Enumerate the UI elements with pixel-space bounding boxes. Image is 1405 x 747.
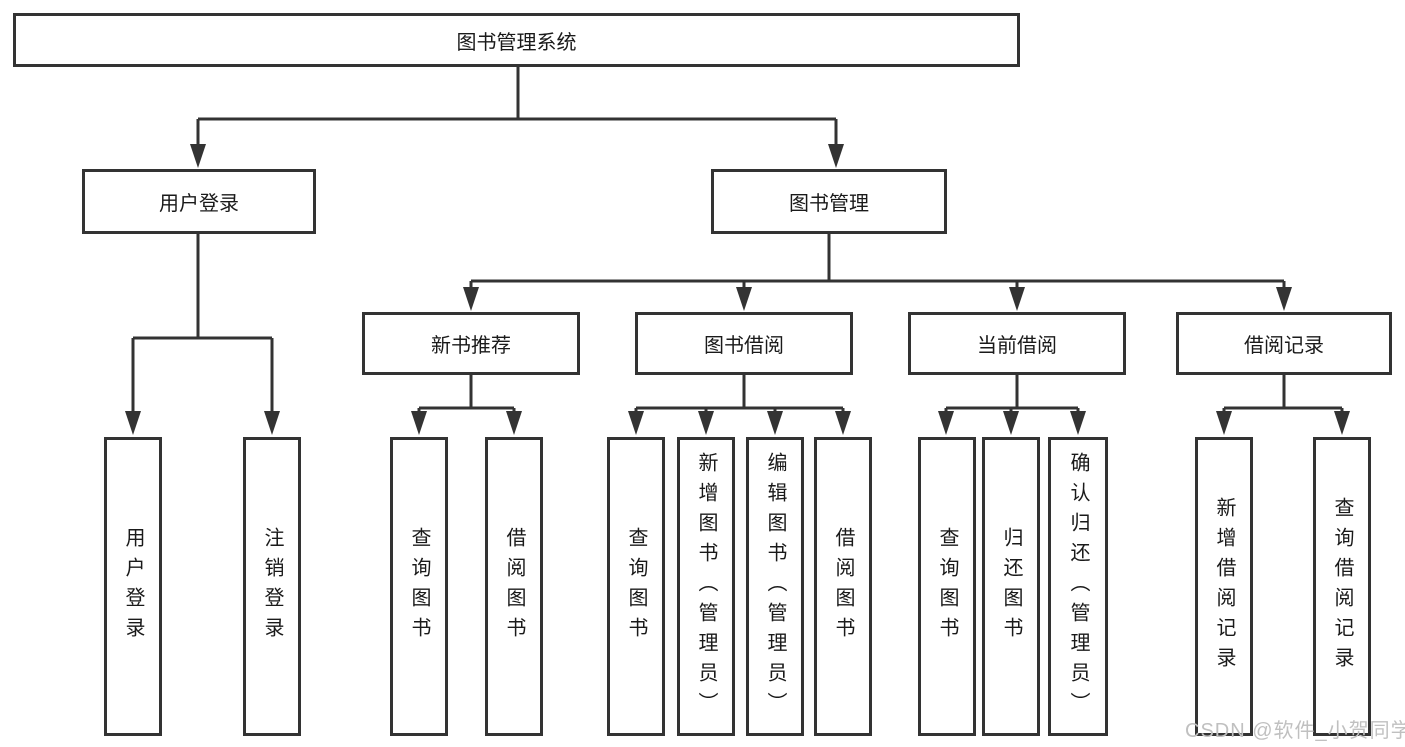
arrowhead <box>264 411 280 435</box>
leaf-label: 新增借阅记录 <box>1213 496 1235 677</box>
arrowhead <box>835 411 851 435</box>
node-new-book-recommendation: 新书推荐 <box>362 312 580 375</box>
leaf-user-login: 用户登录 <box>104 437 162 736</box>
node-user-login: 用户登录 <box>82 169 316 234</box>
leaf-label: 归还图书 <box>1000 526 1022 647</box>
node-label: 借阅记录 <box>1244 335 1324 357</box>
arrowhead <box>938 411 954 435</box>
arrowhead <box>125 411 141 435</box>
leaf-borrow-books-borrowing: 借阅图书 <box>814 437 872 736</box>
arrowhead <box>767 411 783 435</box>
node-book-management: 图书管理 <box>711 169 947 234</box>
leaf-label: 注销登录 <box>261 526 283 647</box>
arrowhead <box>628 411 644 435</box>
leaf-label: 查询图书 <box>625 526 647 647</box>
leaf-query-books-recommend: 查询图书 <box>390 437 448 736</box>
arrowhead <box>698 411 714 435</box>
leaf-label: 确认归还（管理员） <box>1067 451 1089 722</box>
arrowhead <box>1334 411 1350 435</box>
arrowhead <box>1276 287 1292 311</box>
node-book-borrowing: 图书借阅 <box>635 312 853 375</box>
arrowhead <box>190 144 206 168</box>
node-label: 新书推荐 <box>431 335 511 357</box>
node-current-borrowing: 当前借阅 <box>908 312 1126 375</box>
leaf-label: 查询借阅记录 <box>1331 496 1353 677</box>
leaf-label: 借阅图书 <box>832 526 854 647</box>
leaf-add-books-admin: 新增图书（管理员） <box>677 437 735 736</box>
arrowhead <box>1003 411 1019 435</box>
node-label: 图书管理 <box>789 193 869 215</box>
node-label: 用户登录 <box>159 193 239 215</box>
leaf-query-borrow-record: 查询借阅记录 <box>1313 437 1371 736</box>
leaf-confirm-return-admin: 确认归还（管理员） <box>1048 437 1108 736</box>
arrowhead <box>828 144 844 168</box>
leaf-borrow-books-recommend: 借阅图书 <box>485 437 543 736</box>
csdn-watermark: CSDN @软件_小贺同学 <box>1185 720 1405 742</box>
node-label: 当前借阅 <box>977 335 1057 357</box>
leaf-label: 用户登录 <box>122 526 144 647</box>
leaf-label: 借阅图书 <box>503 526 525 647</box>
leaf-label: 编辑图书（管理员） <box>764 451 786 722</box>
arrowhead <box>411 411 427 435</box>
arrowhead <box>1216 411 1232 435</box>
node-label: 图书借阅 <box>704 335 784 357</box>
leaf-logout: 注销登录 <box>243 437 301 736</box>
node-label: 图书管理系统 <box>456 31 577 54</box>
leaf-query-books-current: 查询图书 <box>918 437 976 736</box>
arrowhead <box>736 287 752 311</box>
arrowhead <box>1009 287 1025 311</box>
leaf-label: 新增图书（管理员） <box>695 451 717 722</box>
leaf-query-books-borrowing: 查询图书 <box>607 437 665 736</box>
leaf-label: 查询图书 <box>936 526 958 647</box>
leaf-add-borrow-record: 新增借阅记录 <box>1195 437 1253 736</box>
leaf-return-books: 归还图书 <box>982 437 1040 736</box>
node-borrowing-records: 借阅记录 <box>1176 312 1392 375</box>
node-library-system: 图书管理系统 <box>13 13 1020 67</box>
arrowhead <box>463 287 479 311</box>
arrowhead <box>1070 411 1086 435</box>
arrowhead <box>506 411 522 435</box>
leaf-label: 查询图书 <box>408 526 430 647</box>
leaf-edit-books-admin: 编辑图书（管理员） <box>746 437 804 736</box>
